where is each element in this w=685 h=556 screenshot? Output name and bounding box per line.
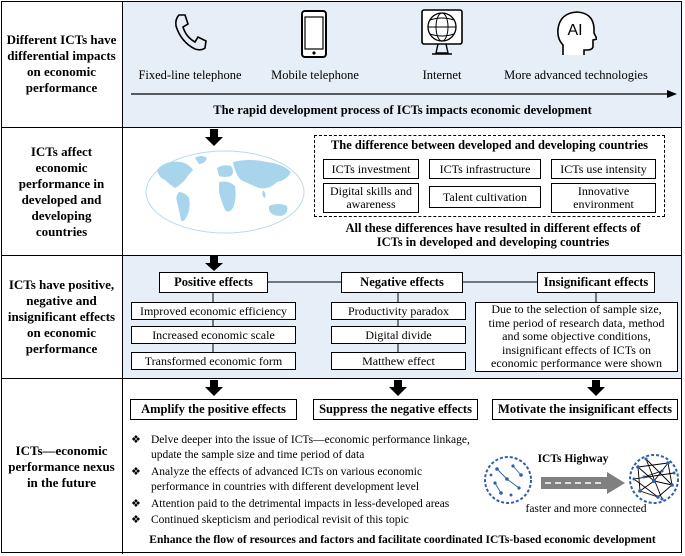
down-arrow-icon — [205, 129, 223, 146]
down-arrow-icon — [205, 380, 223, 396]
row-future: ICTs—economic performance nexus in the f… — [1, 379, 682, 554]
globe-monitor-icon — [421, 9, 463, 55]
dense-network-icon — [629, 454, 679, 504]
row-ict-types: Different ICTs have differential impacts… — [1, 1, 682, 128]
negative-effects-header: Negative effects — [341, 272, 463, 293]
down-arrow-icon — [205, 256, 223, 271]
action-motivate: Motivate the insignificant effects — [492, 399, 678, 420]
tech-label-fixed-line: Fixed-line telephone — [138, 68, 242, 82]
insignificant-description: Due to the selection of sample size, tim… — [475, 302, 678, 372]
row-developed-developing: ICTs affect economic performance in deve… — [1, 128, 682, 256]
positive-item-efficiency: Improved economic efficiency — [131, 302, 296, 320]
insignificant-effects-header: Insignificant effects — [537, 272, 655, 293]
difference-item-innovative: Innovative environment — [551, 183, 656, 213]
row-effects: ICTs have positive, negative and insigni… — [1, 256, 682, 379]
difference-item-infrastructure: ICTs infrastructure — [429, 159, 541, 179]
tech-label-mobile: Mobile telephone — [271, 68, 359, 82]
ict-types-panel: AI Fixed-line telephone Mobile telephone… — [123, 1, 682, 127]
negative-item-divide: Digital divide — [331, 326, 466, 344]
timeline-caption: The rapid development process of ICTs im… — [213, 103, 592, 117]
effects-connectors — [212, 281, 597, 352]
negative-item-matthew: Matthew effect — [331, 352, 466, 370]
telephone-icon — [175, 14, 207, 51]
highway-caption: faster and more connected — [525, 503, 647, 515]
row-label: Different ICTs have differential impacts… — [1, 1, 123, 127]
diamond-bullet-icon: ❖ — [131, 498, 141, 510]
highway-title: ICTs Highway — [537, 453, 609, 465]
diamond-bullet-icon: ❖ — [131, 434, 141, 446]
svg-text:AI: AI — [567, 22, 582, 39]
difference-title: The difference between developed and dev… — [330, 138, 649, 152]
difference-box — [314, 135, 665, 217]
diamond-bullet-icon: ❖ — [131, 466, 141, 478]
down-arrow-icon — [389, 380, 407, 396]
developed-developing-panel: The difference between developed and dev… — [123, 128, 682, 255]
row-label: ICTs have positive, negative and insigni… — [1, 256, 123, 378]
tech-label-internet: Internet — [422, 68, 462, 82]
diamond-bullet-icon: ❖ — [131, 514, 141, 526]
positive-item-scale: Increased economic scale — [131, 326, 296, 344]
timeline-arrow — [131, 90, 677, 98]
tech-label-advanced: More advanced technologies — [504, 68, 648, 82]
future-footer: Enhance the flow of resources and factor… — [149, 534, 656, 546]
sparse-network-icon — [484, 456, 532, 504]
row-label: ICTs affect economic performance in deve… — [1, 128, 123, 255]
future-panel: Amplify the positive effects Suppress th… — [123, 379, 682, 554]
ai-head-icon: AI — [557, 11, 597, 55]
negative-item-paradox: Productivity paradox — [331, 302, 466, 320]
effects-panel: Positive effects Negative effects Insign… — [123, 256, 682, 378]
action-amplify: Amplify the positive effects — [130, 399, 297, 420]
positive-item-form: Transformed economic form — [131, 352, 296, 370]
difference-item-talent: Talent cultivation — [429, 186, 541, 208]
difference-conclusion: All these differences have resulted in d… — [345, 221, 641, 249]
highway-arrow-icon — [541, 472, 625, 494]
mobile-phone-icon — [301, 10, 327, 58]
positive-effects-header: Positive effects — [159, 272, 268, 293]
down-arrow-icon — [587, 380, 605, 396]
row-label: ICTs—economic performance nexus in the f… — [1, 379, 123, 554]
difference-item-digital-skills: Digital skills and awareness — [323, 183, 419, 213]
action-suppress: Suppress the negative effects — [313, 399, 478, 420]
difference-item-investment: ICTs investment — [323, 159, 419, 179]
difference-item-use-intensity: ICTs use intensity — [551, 159, 656, 179]
world-map-icon — [145, 150, 305, 234]
